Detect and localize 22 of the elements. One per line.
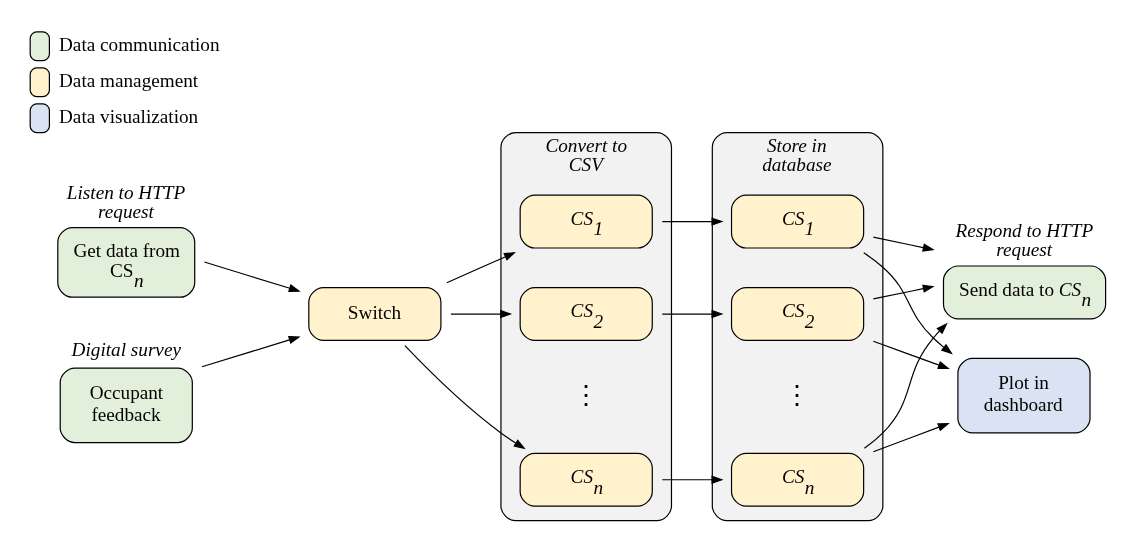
- arrow: [661, 309, 724, 318]
- arrow: [661, 475, 724, 484]
- arrow: [872, 340, 950, 369]
- legend-label: Data management: [59, 69, 199, 91]
- arrow: [872, 422, 950, 452]
- arrow: [863, 322, 948, 449]
- arrow: [201, 335, 301, 367]
- node-label: Respond to HTTP request: [955, 219, 1094, 260]
- label: ⋮: [784, 379, 811, 410]
- label: ⋮: [573, 379, 600, 410]
- arrow: [446, 251, 516, 283]
- arrow: [661, 216, 724, 226]
- arrow: [203, 260, 301, 292]
- legend-label: Data communication: [59, 33, 220, 55]
- node-label: Digital survey: [71, 338, 181, 360]
- arrow: [872, 284, 935, 299]
- legend-label: Data visualization: [59, 105, 199, 127]
- arrow: [404, 344, 526, 449]
- arrow: [450, 309, 513, 318]
- node-label: Listen to HTTP request: [66, 181, 186, 222]
- arrow: [863, 251, 953, 355]
- arrow: [872, 236, 935, 252]
